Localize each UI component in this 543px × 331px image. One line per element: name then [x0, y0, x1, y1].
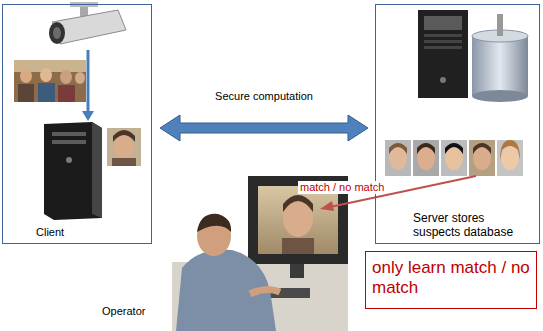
system-box: Client — [2, 4, 152, 244]
face-thumbnail-part — [113, 130, 135, 142]
suspect-faces-part — [445, 143, 463, 154]
operator-scene-part — [290, 262, 304, 278]
face-thumbnail-part — [107, 128, 141, 166]
operator-label: Operator — [100, 305, 147, 318]
server-tower — [418, 10, 468, 98]
flow-arrow — [82, 50, 94, 121]
box-label: Client — [36, 226, 136, 239]
server-tower-part — [424, 34, 462, 37]
suspect-faces-part — [473, 143, 491, 154]
double-arrow — [160, 115, 368, 141]
result-arrow-part — [320, 201, 334, 211]
computer-tower-part — [66, 157, 72, 163]
operator-scene — [172, 176, 348, 331]
server-tower-part — [424, 40, 462, 43]
face-thumbnail-part — [114, 134, 134, 160]
operator-scene-part — [283, 195, 313, 212]
flow-arrow-part — [87, 50, 90, 112]
flow-arrow-part — [82, 111, 94, 121]
suspect-faces — [385, 140, 523, 176]
camera-icon-part — [53, 27, 61, 39]
operator-scene-part — [250, 289, 280, 294]
computer-tower-part — [52, 132, 86, 136]
computer-tower-part — [92, 122, 102, 218]
note-text: only learn match / no match — [366, 252, 536, 305]
disc-stack-part — [472, 36, 528, 96]
crowd-photo — [14, 60, 86, 102]
disc-stack — [472, 14, 528, 102]
suspect-faces-part — [500, 140, 520, 160]
suspect-faces-part — [469, 140, 495, 176]
crowd-photo-part — [14, 60, 86, 102]
note-box: only learn match / no match — [365, 251, 537, 309]
suspect-faces-part — [389, 143, 407, 154]
computer-tower — [44, 122, 102, 220]
face-thumbnail-part — [112, 158, 136, 166]
edge-label: Secure computation — [213, 90, 315, 103]
system-box: Server stores suspects database — [375, 4, 540, 244]
disc-stack-part — [497, 14, 503, 36]
suspect-faces-part — [413, 140, 439, 176]
operator-scene-part — [282, 238, 314, 254]
suspect-faces-part — [441, 140, 467, 176]
crowd-photo-part — [18, 84, 34, 102]
result-label: match / no match — [298, 181, 386, 194]
server-tower-part — [424, 46, 462, 49]
crowd-photo-part — [20, 69, 32, 83]
suspect-faces-part — [501, 146, 519, 170]
face-thumbnail — [107, 128, 141, 166]
camera-icon-part — [49, 22, 65, 44]
suspect-faces-part — [497, 140, 523, 176]
crowd-photo-part — [60, 70, 72, 84]
computer-tower-part — [52, 140, 86, 144]
box-label: Server stores suspects database — [413, 211, 535, 240]
disc-stack-part — [472, 90, 528, 102]
camera-icon — [49, 2, 126, 44]
server-tower-part — [440, 77, 446, 83]
suspect-faces-part — [417, 143, 435, 154]
crowd-photo-part — [75, 72, 85, 84]
computer-tower-part — [44, 122, 102, 220]
crowd-photo-part — [40, 68, 52, 82]
suspect-faces-part — [385, 140, 411, 176]
operator-scene-part — [197, 214, 231, 232]
crowd-photo-part — [58, 85, 75, 102]
server-tower-part — [418, 10, 468, 98]
crowd-photo-part — [38, 83, 55, 102]
operator-scene-part — [258, 186, 338, 254]
server-tower-part — [424, 16, 462, 30]
